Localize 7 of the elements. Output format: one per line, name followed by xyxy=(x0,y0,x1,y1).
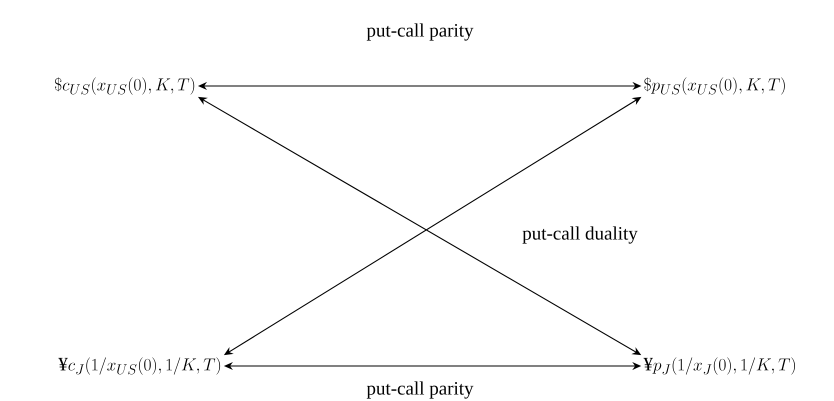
formula-text: $\mbox{¥}p_{J}(1/x_{J}(0), 1/K, T)$ xyxy=(643,357,795,375)
edge-label: put-call parity xyxy=(365,22,475,42)
edge-label: put-call parity xyxy=(365,380,475,400)
formula-text: $\mbox{¥}c_{J}(1/x_{US}(0), 1/K, T)$ xyxy=(58,357,220,375)
formula-text: $\$c_{US}(x_{US}(0), K, T)$ xyxy=(55,77,194,95)
label-text: put-call duality xyxy=(522,226,638,244)
formula-text: $\$p_{US}(x_{US}(0), K, T)$ xyxy=(644,77,785,95)
